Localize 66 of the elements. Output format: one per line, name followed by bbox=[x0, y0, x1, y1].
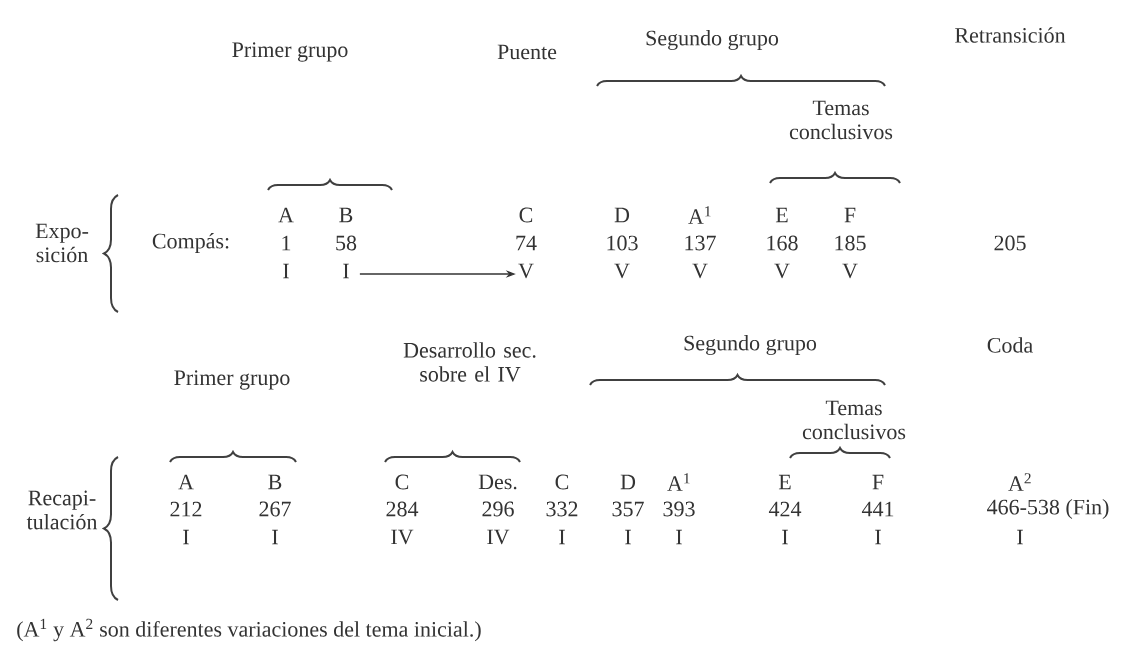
label-text: Recapi- tulación bbox=[26, 490, 98, 530]
label-text: I bbox=[625, 529, 631, 545]
label-text: V bbox=[774, 263, 790, 279]
label-text: Temas conclusivos bbox=[802, 400, 906, 440]
label-text: V bbox=[614, 263, 630, 279]
label-text: I bbox=[875, 529, 881, 545]
label-text: I bbox=[1017, 529, 1023, 545]
label-text: D bbox=[620, 474, 636, 490]
label-text: 424 bbox=[768, 501, 802, 517]
label-text: V bbox=[842, 263, 858, 279]
label-text: I bbox=[272, 529, 278, 545]
label-text: A$^{1}$ bbox=[667, 473, 690, 491]
label-text: I bbox=[183, 529, 189, 545]
label-text: Compás: bbox=[152, 233, 229, 253]
label-text: 212 bbox=[170, 501, 202, 517]
label-text: 1 bbox=[282, 235, 291, 251]
label-text: Coda bbox=[987, 337, 1033, 353]
label-text: 58 bbox=[336, 235, 357, 251]
label-text: IV bbox=[391, 529, 414, 545]
label-text: 74 bbox=[516, 235, 537, 251]
label-text: C bbox=[555, 474, 569, 490]
chord-symbol: I bbox=[343, 263, 349, 279]
label-text: I bbox=[283, 263, 289, 279]
label-text: C bbox=[519, 207, 533, 223]
label-text: Segundo grupo bbox=[646, 30, 779, 50]
label-text: A bbox=[278, 207, 294, 223]
label-text: 267 bbox=[259, 501, 291, 517]
label-text: Desarrollo sec. sobre el IV bbox=[403, 342, 536, 382]
label-text: Temas conclusivos bbox=[789, 100, 893, 140]
label-text: B bbox=[268, 474, 282, 490]
label-text: 357 bbox=[612, 501, 644, 517]
label-text: F bbox=[872, 474, 884, 490]
label-text: Segundo grupo bbox=[684, 335, 817, 355]
label-text: 103 bbox=[607, 235, 638, 251]
label-text: F bbox=[844, 207, 856, 223]
label-text: E bbox=[775, 207, 788, 223]
label-text: 185 bbox=[835, 235, 866, 251]
chord-symbol: V bbox=[518, 263, 534, 279]
label-text: (A$^{1}$ y A$^{2}$ son diferentes variaciones del tema inicial.) bbox=[17, 618, 481, 642]
label-text: V bbox=[692, 263, 708, 279]
label-text: A bbox=[178, 474, 194, 490]
label-text: 137 bbox=[685, 235, 716, 251]
label-text: 284 bbox=[386, 501, 419, 517]
label-text: Puente bbox=[497, 44, 557, 60]
label-text: Retransición bbox=[955, 27, 1066, 43]
label-text: IV bbox=[487, 529, 510, 545]
label-text: Primer grupo bbox=[232, 42, 348, 62]
label-text: 393 bbox=[663, 501, 695, 517]
label-text: A$^{1}$ bbox=[688, 206, 711, 224]
label-text: C bbox=[395, 474, 409, 490]
label-text: A$^{2}$ bbox=[1008, 473, 1031, 491]
label-text: I bbox=[676, 529, 682, 545]
label-text: 296 bbox=[482, 501, 514, 517]
label-text: D bbox=[614, 207, 630, 223]
label-text: Primer grupo bbox=[174, 370, 290, 390]
label-text: 168 bbox=[767, 235, 798, 251]
label-text: Des. bbox=[478, 474, 517, 490]
label-text: I bbox=[782, 529, 788, 545]
label-text: Expo- sición bbox=[35, 223, 89, 263]
label-text: 205 bbox=[994, 235, 1026, 251]
label-text: 441 bbox=[861, 501, 894, 517]
label-text: B bbox=[339, 207, 353, 223]
label-text: 466-538 (Fin) bbox=[987, 499, 1109, 519]
label-text: I bbox=[559, 529, 565, 545]
label-text: E bbox=[778, 474, 791, 490]
label-text: 332 bbox=[546, 501, 578, 517]
